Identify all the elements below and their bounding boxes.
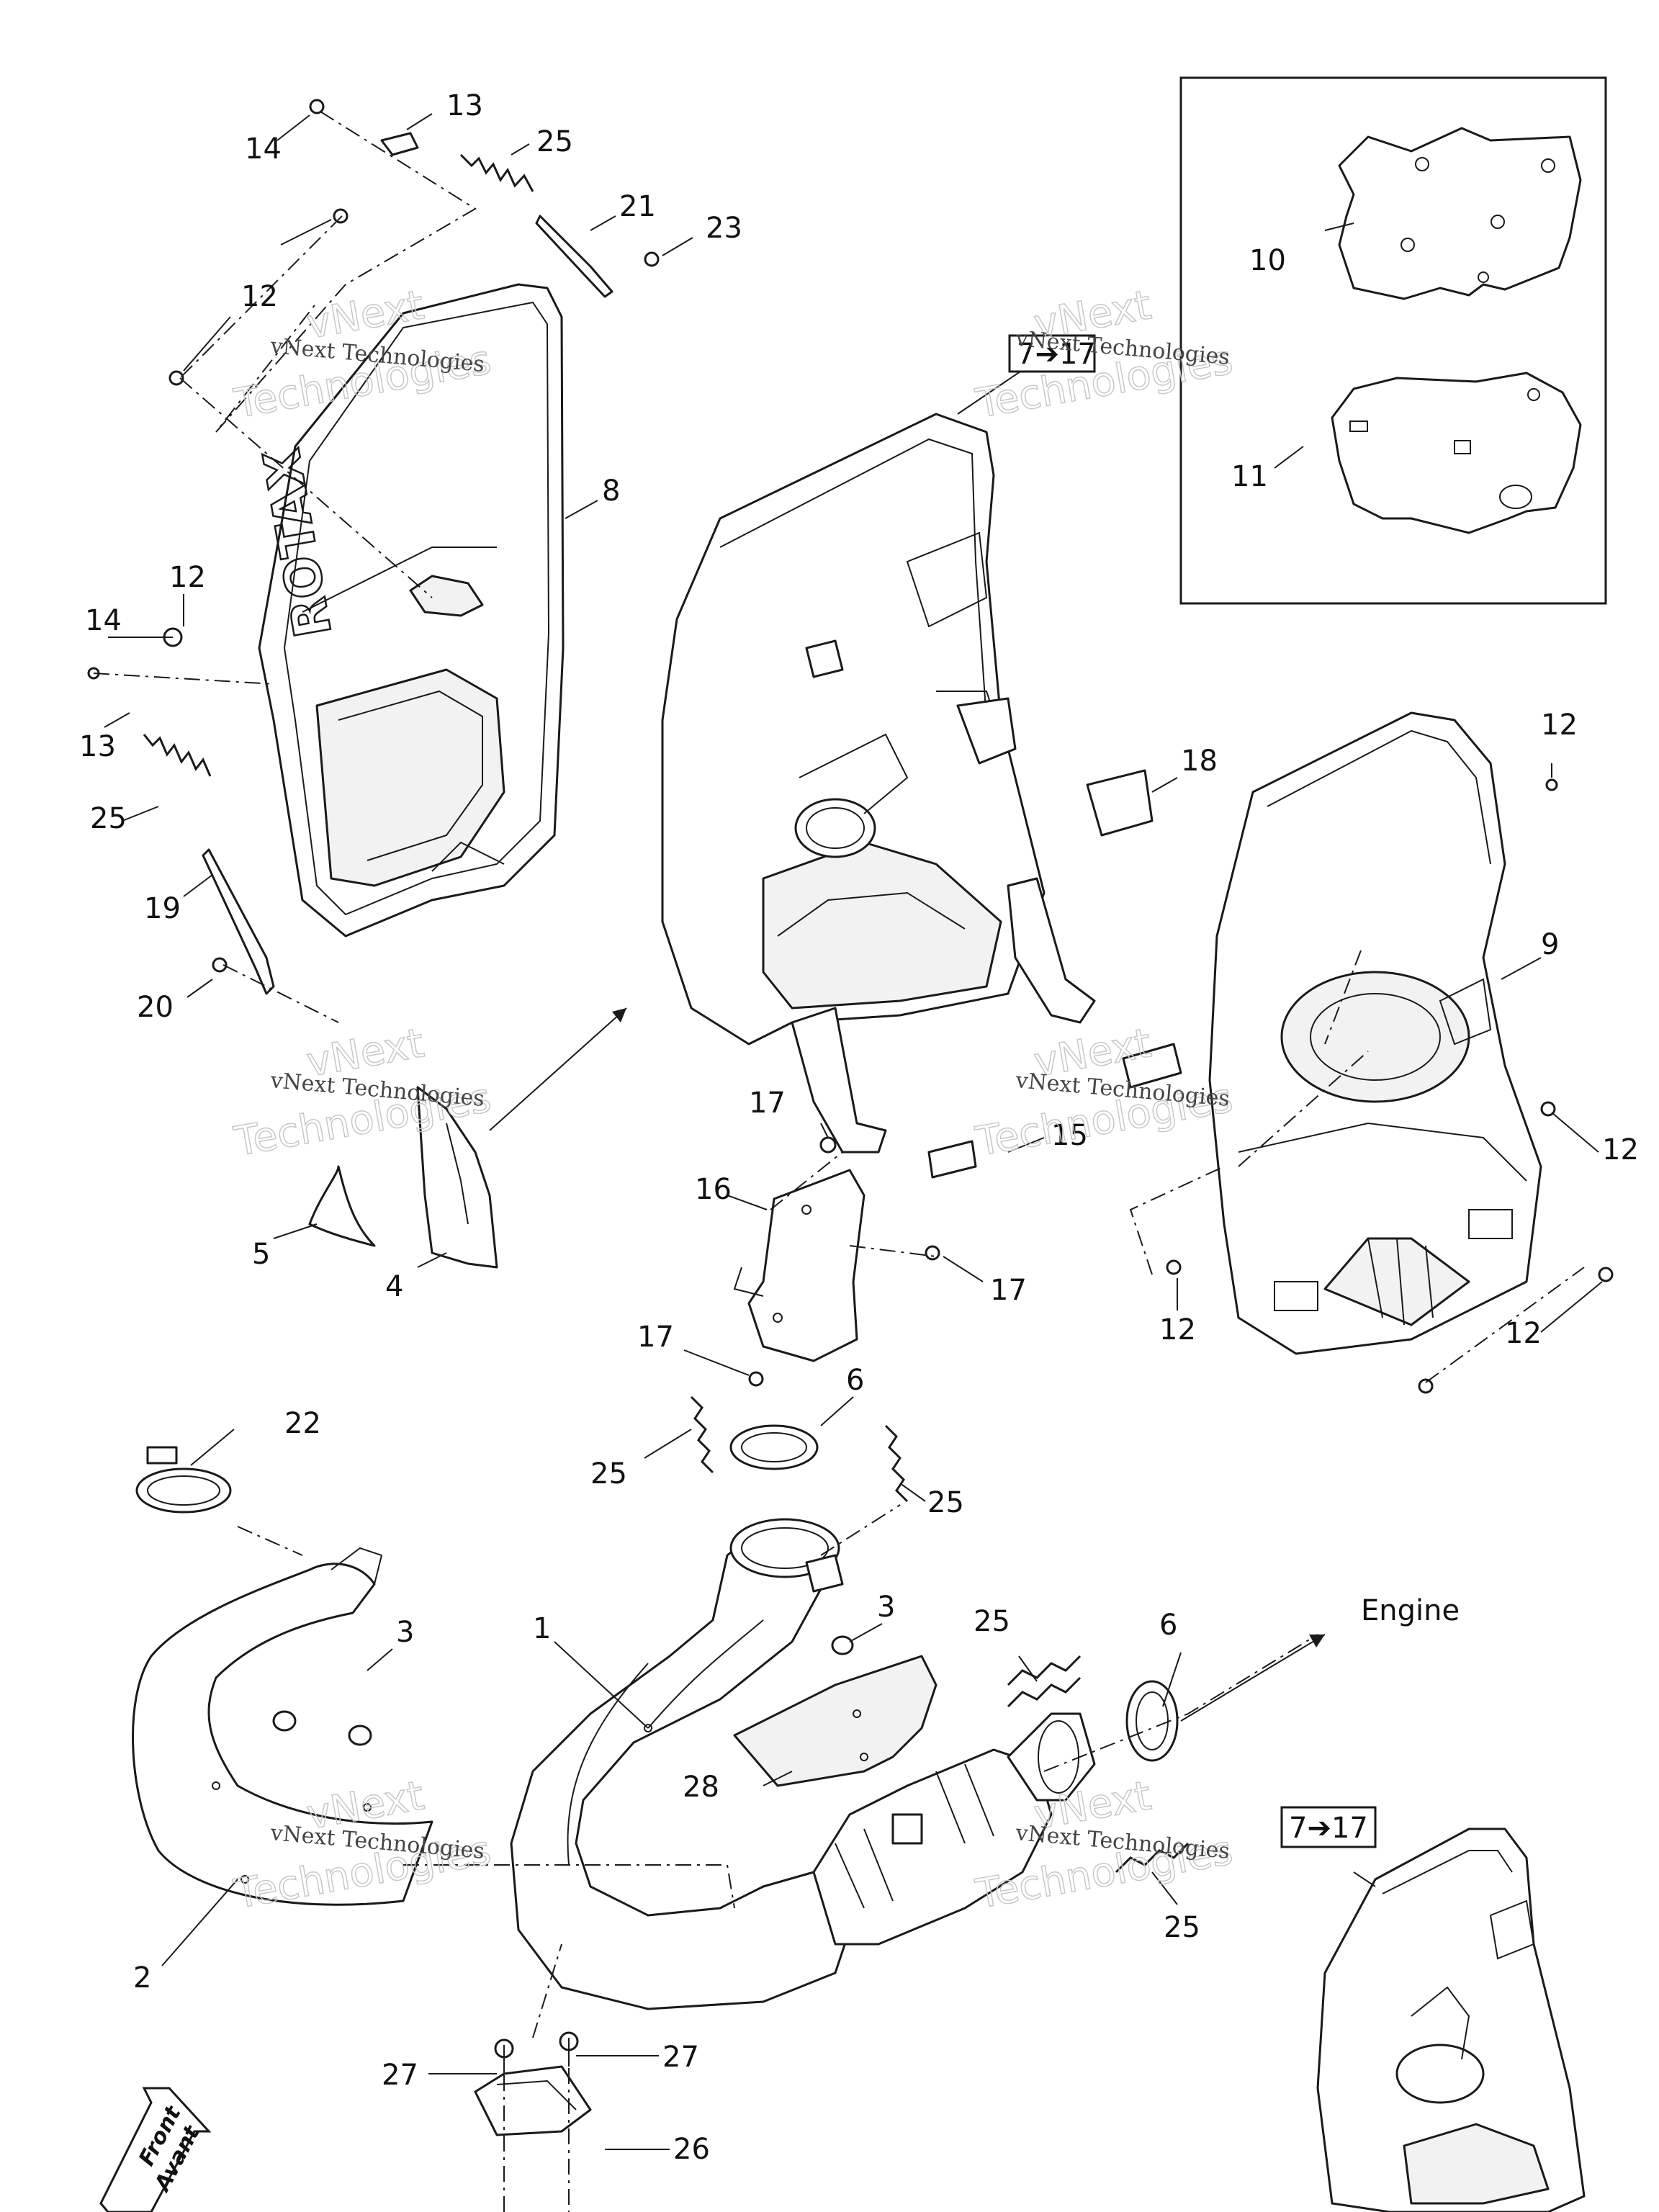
seal-6-upper: [729, 1424, 819, 1470]
muffler-cover-9: [1208, 711, 1542, 1355]
ref-box-top-label: 7➔17: [1017, 338, 1096, 371]
engine-label: Engine: [1361, 1594, 1460, 1627]
muffler-cover-8: ROTAX: [251, 283, 565, 938]
callout-2: 2: [133, 1961, 151, 1995]
gasket-inset-box: [1179, 76, 1607, 605]
callout-9: 9: [1541, 928, 1559, 961]
direction-arrows: [489, 1007, 1326, 1722]
callout-8: 8: [602, 475, 620, 508]
callout-22: 22: [284, 1407, 321, 1440]
callout-28: 28: [683, 1771, 719, 1804]
callout-12: 12: [1541, 709, 1578, 742]
callout-12: 12: [241, 280, 278, 313]
callout-25: 25: [974, 1605, 1010, 1638]
ref-box-bottom-label: 7➔17: [1289, 1812, 1368, 1845]
callout-27: 27: [662, 2041, 699, 2074]
callout-13: 13: [79, 730, 116, 763]
callout-12: 12: [1602, 1133, 1639, 1166]
callout-numbers: 14 13 25 21 23 12 8 10 11 12 14 13 25 19…: [79, 89, 1639, 2166]
gasket-10: [1338, 127, 1582, 300]
springs-25: [143, 153, 1190, 1874]
callout-15: 15: [1051, 1119, 1088, 1152]
heat-shield-28: [733, 1655, 938, 1787]
callout-6: 6: [1159, 1609, 1177, 1642]
callout-5: 5: [252, 1238, 270, 1271]
callout-12: 12: [169, 561, 206, 594]
callout-1: 1: [533, 1612, 551, 1645]
callout-25: 25: [90, 802, 127, 835]
clamp-22: [135, 1446, 232, 1514]
heat-shield-4: [416, 1086, 498, 1269]
callout-25: 25: [536, 125, 573, 158]
callout-4: 4: [385, 1270, 403, 1303]
callout-11: 11: [1231, 460, 1268, 493]
ref-box-top: 7➔17: [1008, 334, 1096, 373]
callout-16: 16: [695, 1173, 732, 1206]
muffler-7-17-view-2: [1316, 1827, 1586, 2212]
exhaust-pipe-1: [510, 1518, 1096, 2010]
callout-19: 19: [144, 892, 181, 925]
callout-10: 10: [1249, 244, 1286, 277]
callout-25: 25: [590, 1457, 627, 1491]
callout-18: 18: [1181, 745, 1218, 778]
callout-17: 17: [749, 1087, 786, 1120]
callout-12: 12: [1159, 1313, 1196, 1346]
callout-14: 14: [245, 132, 282, 166]
callout-27: 27: [382, 2059, 418, 2092]
assembly-lines: [93, 111, 1585, 2212]
heat-shield-16: [733, 1169, 866, 1362]
callout-21: 21: [619, 190, 656, 223]
callout-3: 3: [396, 1616, 414, 1649]
callout-13: 13: [446, 89, 483, 122]
front-arrow: Front Avant: [99, 2087, 212, 2212]
callout-26: 26: [673, 2133, 710, 2166]
heat-guard-2: [132, 1547, 433, 1906]
callout-3: 3: [877, 1591, 895, 1624]
muffler-7-17: [661, 413, 1096, 1154]
callout-20: 20: [137, 991, 174, 1024]
leader-lines: [104, 113, 1603, 2150]
callout-6: 6: [846, 1364, 864, 1397]
callout-25: 25: [927, 1486, 964, 1519]
callout-23: 23: [706, 212, 742, 245]
callout-17: 17: [637, 1321, 674, 1354]
callout-17: 17: [990, 1274, 1027, 1307]
callout-12: 12: [1505, 1317, 1542, 1350]
ref-box-bottom: 7➔17: [1280, 1806, 1377, 1848]
callout-25: 25: [1164, 1911, 1200, 1944]
heat-shield-5: [308, 1165, 376, 1247]
callout-14: 14: [85, 604, 122, 637]
